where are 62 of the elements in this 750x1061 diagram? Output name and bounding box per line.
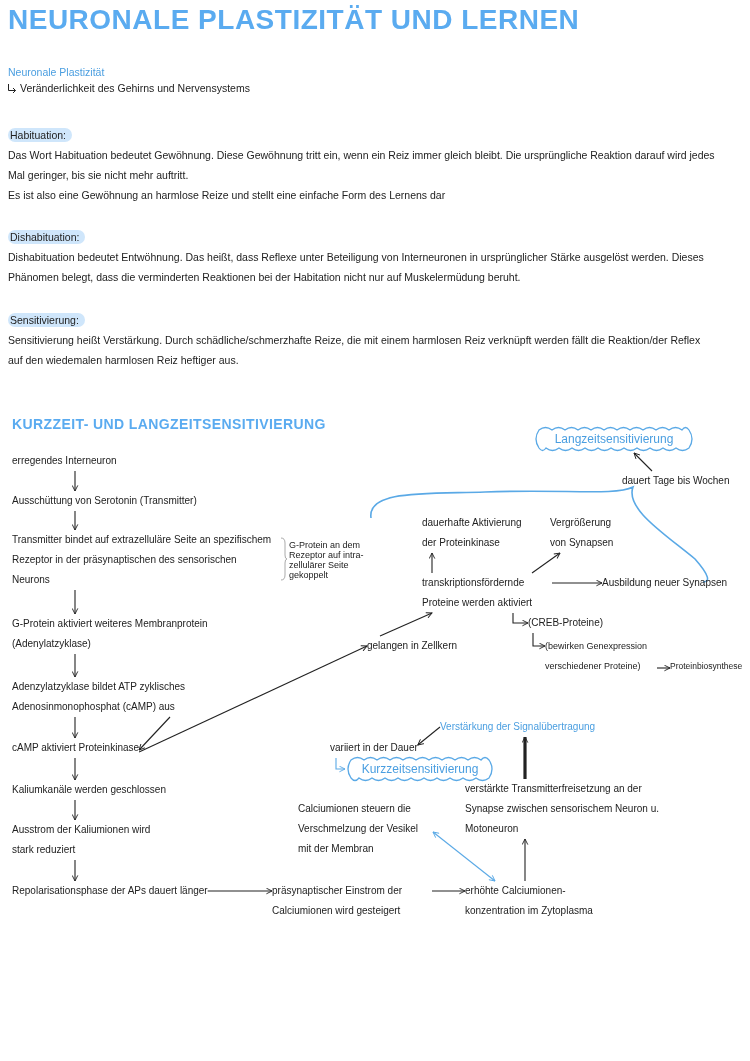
arrow xyxy=(531,552,561,574)
arrow xyxy=(138,645,368,753)
cloud-shape: Langzeitsensitivierung xyxy=(533,425,695,453)
arrow xyxy=(428,552,436,574)
flow-text: dauerhafte Aktivierung der Proteinkinase xyxy=(422,513,534,553)
arrow xyxy=(551,579,603,587)
arrow xyxy=(71,859,79,882)
flow-text: erhöhte Calciumionen-konzentration im Zytoplasma xyxy=(465,881,615,921)
arrow xyxy=(521,736,529,779)
arrow xyxy=(521,838,529,882)
flow-text: präsynaptischer Einstrom der Calciumionen wird gesteigert xyxy=(272,881,432,921)
flow-text: (CREB-Proteine) xyxy=(528,613,604,633)
flow-text: Transmitter bindet auf extrazelluläre Seite an spezifischem Rezeptor in der präsynaptischen des sensorischen Neurons xyxy=(12,530,274,590)
flow-text: (bewirken Genexpression verschiedener Proteine) xyxy=(545,636,657,676)
flow-text: Kaliumkanäle werden geschlossen xyxy=(12,780,166,800)
flow-text: Verstärkung der Signalübertragung xyxy=(440,717,596,737)
flow-text: variiert in der Dauer xyxy=(330,738,418,758)
flow-text: Ausstrom der Kaliumionen wird stark reduziert xyxy=(12,820,172,860)
arrow xyxy=(335,757,346,773)
paragraph: Sensitivierung heißt Verstärkung. Durch schädliche/schmerzhafte Reize, die mit einem harmlosen Reiz verknüpft werden fällt die Reaktion/der Reflex auf den wiedemalen harmlosen Reiz heftiger aus. xyxy=(8,333,702,368)
section-heading: Habituation: xyxy=(8,128,73,142)
arrow xyxy=(379,612,433,637)
side-note: G-Protein an dem Rezeptor auf intra-zellulärer Seite gekoppelt xyxy=(289,540,365,580)
arrow xyxy=(71,589,79,615)
flow-text: Calciumionen steuern die Verschmelzung der Vesikel mit der Membran xyxy=(298,799,433,859)
paragraph: Das Wort Habituation bedeutet Gewöhnung. Diese Gewöhnung tritt ein, wenn ein Reiz immer gleich bleibt. Die ursprüngliche Reaktion darauf wird jedes Mal geringer, bis sie nicht mehr auftritt. xyxy=(8,148,716,183)
arrow xyxy=(207,887,273,895)
arrow xyxy=(431,887,466,895)
arrow xyxy=(417,726,441,746)
flow-text: Repolarisationsphase der APs dauert länger xyxy=(12,881,208,901)
definition-text: Veränderlichkeit des Gehirns und Nervensystems xyxy=(20,81,251,96)
flow-text: Ausschüttung von Serotonin (Transmitter) xyxy=(12,491,197,511)
flow-text: Adenzylatzyklase bildet ATP zyklisches Adenosinmonophosphat (cAMP) aus xyxy=(12,677,224,717)
arrow xyxy=(71,799,79,821)
arrow xyxy=(656,664,671,672)
flow-text: Proteinbiosynthese xyxy=(670,660,743,672)
cloud-shape: Kurzzeitsensitivierung xyxy=(345,755,495,783)
section-heading: Dishabituation: xyxy=(8,230,86,244)
arrow xyxy=(532,632,546,650)
arrow xyxy=(71,510,79,531)
arrow xyxy=(138,716,171,751)
flow-text: transkriptionsfördernde Proteine werden aktiviert xyxy=(422,573,552,613)
paragraph: Es ist also eine Gewöhnung an harmlose Reize und stellt eine einfache Form des Lernens dar xyxy=(8,188,447,203)
paragraph: Dishabituation bedeutet Entwöhnung. Das heißt, dass Reflexe unter Beteiligung von Interneuronen in ursprünglicher Stärke ausgelöst werden. Dieses Phänomen belegt, dass die verminderten Reaktionen bei der Habitation nicht nur auf Muskelermüdung beruht. xyxy=(8,250,705,285)
arrow xyxy=(71,716,79,739)
arrow xyxy=(71,757,79,781)
flow-text: G-Protein aktiviert weiteres Membranprotein (Adenylatzyklase) xyxy=(12,614,247,654)
arrow xyxy=(71,470,79,492)
section-heading: Sensitivierung: xyxy=(8,313,85,327)
arrow xyxy=(432,831,496,882)
arrow xyxy=(633,452,653,472)
page-title: NEURONALE PLASTIZITÄT UND LERNEN xyxy=(8,4,580,36)
flow-text: Vergrößerung von Synapsen xyxy=(550,513,630,553)
section-heading: KURZZEIT- UND LANGZEITSENSITIVIERUNG xyxy=(12,415,327,434)
arrow xyxy=(512,612,529,627)
flow-text: dauert Tage bis Wochen xyxy=(622,471,730,491)
flow-text: Ausbildung neuer Synapsen xyxy=(602,573,728,593)
flow-text: cAMP aktiviert Proteinkinase xyxy=(12,738,140,758)
flow-text: erregendes Interneuron xyxy=(12,451,117,471)
subheading: Neuronale Plastizität xyxy=(8,65,106,80)
arrow xyxy=(71,653,79,678)
flow-text: gelangen in Zellkern xyxy=(367,636,458,656)
